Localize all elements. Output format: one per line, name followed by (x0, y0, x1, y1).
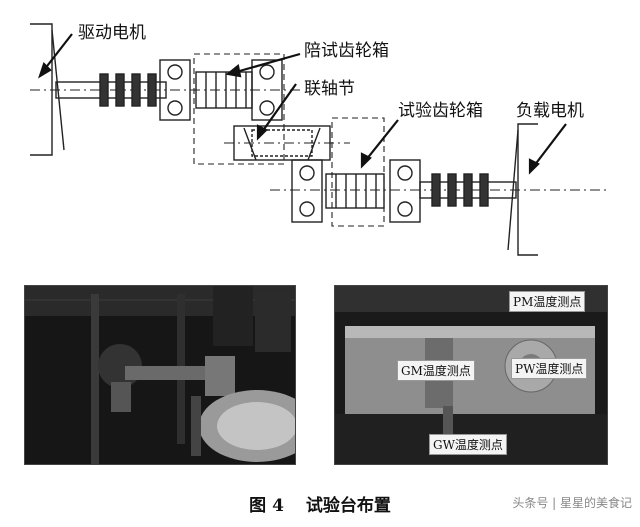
figure-caption: 图 4 试验台布置 (0, 491, 640, 516)
watermark: 头条号 | 星星的美食记 (512, 496, 632, 510)
tag-pm-temperature-point: PM温度测点 (509, 291, 586, 312)
photo-temperature-points: PM温度测点 GM温度测点 PW温度测点 GW温度测点 (334, 285, 608, 465)
figure-title: 试验台布置 (305, 496, 391, 516)
tag-gw-temperature-point: GW温度测点 (429, 434, 507, 455)
tag-gm-temperature-point: GM温度测点 (397, 360, 475, 381)
label-companion-gearbox: 陪试齿轮箱 (304, 41, 389, 61)
label-drive-motor: 驱动电机 (78, 23, 146, 43)
label-coupling: 联轴节 (304, 79, 355, 99)
label-test-gearbox: 试验齿轮箱 (398, 101, 483, 121)
test-bench-schematic (30, 23, 610, 256)
tag-pw-temperature-point: PW温度测点 (511, 358, 588, 379)
photo-test-bench (24, 285, 296, 465)
photo-test-bench-drawing (25, 286, 295, 464)
figure-number: 图 4 (249, 496, 284, 516)
label-load-motor: 负载电机 (516, 101, 584, 121)
